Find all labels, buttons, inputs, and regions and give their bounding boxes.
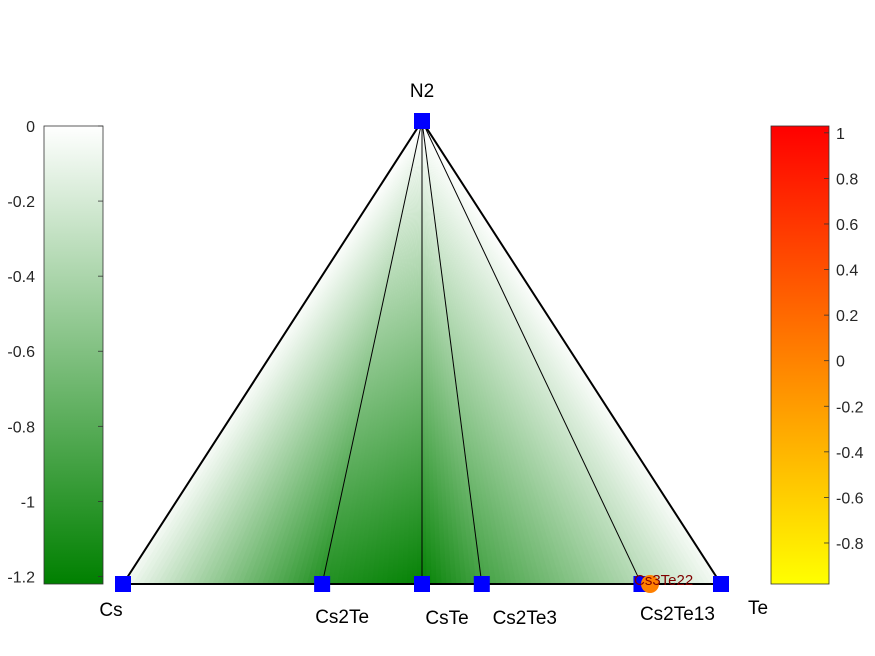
colorbar-tick-label: -0.6 (7, 344, 35, 361)
compound-label-cs2te13: Cs2Te13 (640, 604, 715, 625)
hull-distance-colorbar-fill (770, 125, 830, 585)
facet-slice (361, 121, 422, 584)
facet-slice (177, 121, 422, 584)
compound-label-cs2te3: Cs2Te3 (493, 608, 557, 629)
facet-slice (247, 121, 422, 584)
facet-slice (167, 121, 422, 584)
colorbar-tick-label: -1 (21, 494, 35, 511)
facet-slice (306, 121, 422, 584)
facet-slice (287, 121, 422, 584)
compound-marker-n2 (414, 113, 430, 129)
facet-slice (267, 121, 422, 584)
facet-slice (406, 121, 422, 584)
facet-slice (202, 121, 422, 584)
facet-slice (242, 121, 422, 584)
facet-slice (237, 121, 422, 584)
colorbar-tick-label: 0.6 (836, 217, 858, 234)
facet-slice (132, 121, 423, 584)
colorbar-tick-label: 0.2 (836, 308, 858, 325)
facet-slice (386, 121, 422, 584)
facet-slice (346, 121, 422, 584)
facet-slice (356, 121, 422, 584)
facet-slice (207, 121, 422, 584)
facet-slice (192, 121, 422, 584)
facet-slice (187, 121, 422, 584)
facet-slice (152, 121, 422, 584)
compound-marker-cs2te (314, 576, 331, 592)
facet-slice (252, 121, 422, 584)
facet-slice (297, 121, 422, 584)
facet-slice (381, 121, 422, 584)
compound-marker-cste (414, 576, 430, 592)
colorbar-tick-label: -0.8 (836, 536, 864, 553)
facet-slice (396, 121, 422, 584)
facet-slice (331, 121, 422, 584)
facet-slice (137, 121, 423, 584)
colorbar-tick-label: 0 (26, 119, 35, 136)
facet-slice (277, 121, 422, 584)
facet-slice (227, 121, 422, 584)
colorbar-tick-label: -0.2 (836, 399, 864, 416)
facet-slice (262, 121, 422, 584)
facet-slice (416, 121, 423, 584)
facet-slice (272, 121, 422, 584)
colorbar-tick-label: -0.4 (836, 445, 864, 462)
compound-label-cs2te: Cs2Te (315, 607, 369, 628)
unstable-point-label: Cs3Te22 (634, 572, 693, 589)
colorbar-tick-label: -0.4 (7, 269, 35, 286)
facet-slice (336, 121, 422, 584)
facet-slice (157, 121, 422, 584)
facet-slice (391, 121, 422, 584)
facet-slice (326, 121, 422, 584)
facet-slice (411, 121, 422, 584)
facet-slice (142, 121, 423, 584)
facet-slice (217, 121, 422, 584)
tie-line-cs2te3 (421, 120, 483, 585)
facet-slice (257, 121, 422, 584)
facet-slice (147, 121, 422, 584)
unstable-point-marker (641, 575, 659, 593)
facet-slice (302, 121, 422, 584)
compound-marker-cs2te3 (473, 576, 490, 592)
facet-slice (292, 121, 422, 584)
facet-slice (341, 121, 422, 584)
tie-line-cs2te13 (421, 120, 642, 585)
facet-slice (127, 121, 422, 584)
facet-slice (376, 121, 422, 584)
facet-slice (197, 121, 422, 584)
colorbar-tick-label: 0 (836, 354, 845, 371)
facet-slice (351, 121, 422, 584)
facet-slice (311, 121, 422, 584)
colorbar-tick-label: 1 (836, 126, 845, 143)
facet-slice (401, 121, 422, 584)
hull-distance-colorbar: 1 0.8 0.6 0.4 0.2 0 -0.2 -0.4 -0.6 -0.8 (770, 125, 864, 585)
formation-energy-colorbar: 0 -0.2 -0.4 -0.6 -0.8 -1 -1.2 (7, 119, 104, 586)
facet-slice (182, 121, 422, 584)
facet-slice (371, 121, 422, 584)
colorbar-tick-label: 0.4 (836, 263, 858, 280)
facet-slice (316, 121, 422, 584)
compound-marker-cs (115, 576, 131, 592)
facet-slice (212, 121, 422, 584)
facet-slice (282, 121, 422, 584)
formation-energy-colorbar-fill (43, 125, 104, 585)
compound-label-n2: N2 (410, 81, 434, 102)
colorbar-tick-label: -0.8 (7, 419, 35, 436)
facet-slice (222, 121, 422, 584)
facet-slice (366, 121, 422, 584)
colorbar-tick-label: -0.6 (836, 490, 864, 507)
facet-slice (232, 121, 422, 584)
facet-slice (172, 121, 422, 584)
facet-slice (162, 121, 422, 584)
compound-label-te: Te (748, 598, 768, 619)
tie-line-cs2te (321, 120, 423, 585)
compound-label-cste: CsTe (425, 608, 468, 629)
compound-marker-te (713, 576, 729, 592)
colorbar-tick-label: 0.8 (836, 171, 858, 188)
colorbar-tick-label: -0.2 (7, 194, 35, 211)
colorbar-tick-label: -1.2 (7, 569, 35, 586)
compound-label-cs: Cs (99, 600, 122, 621)
